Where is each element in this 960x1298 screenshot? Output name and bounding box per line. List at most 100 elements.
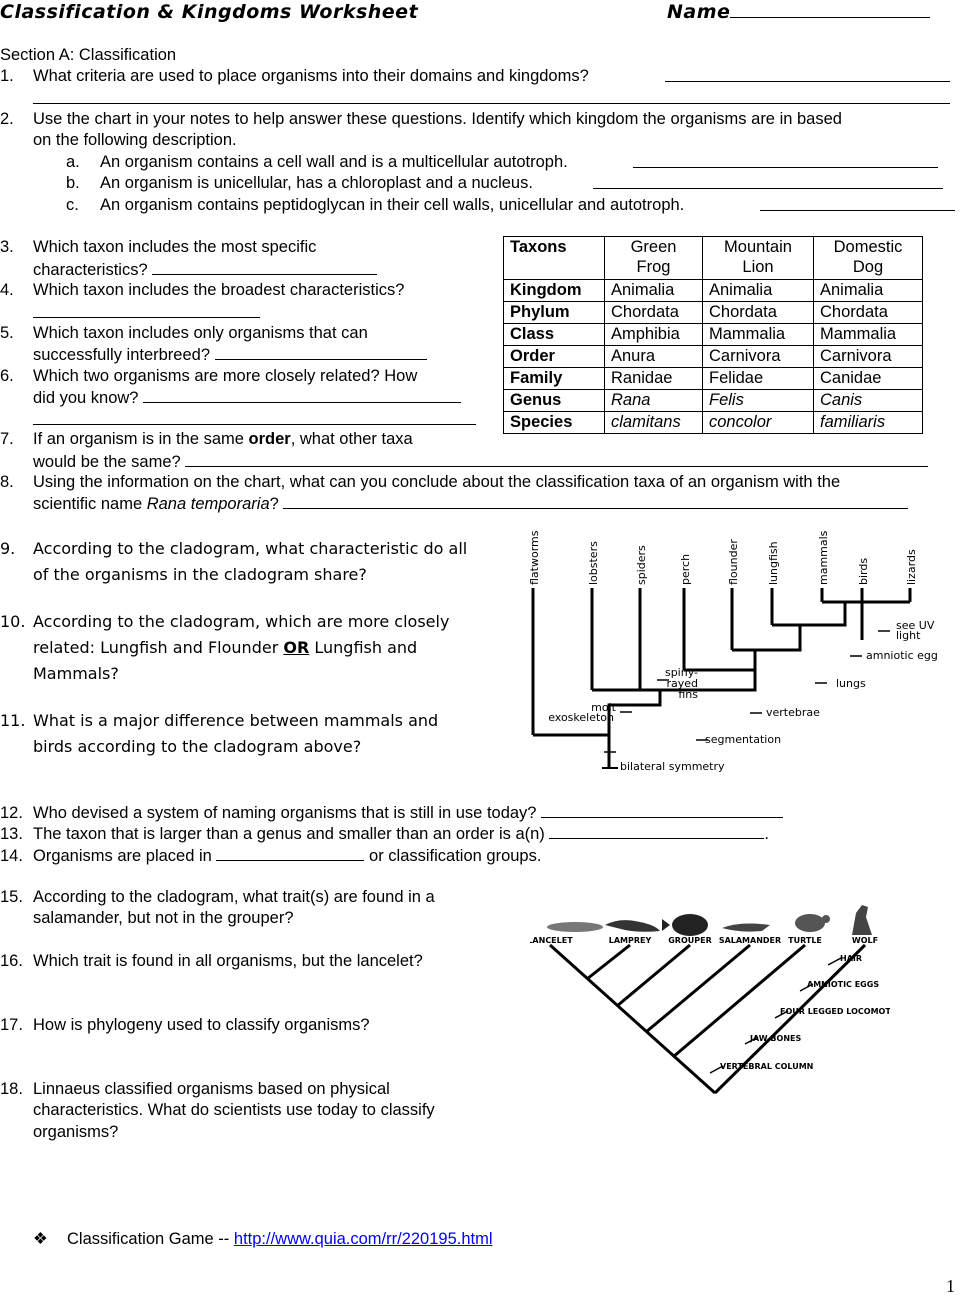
table-cell: concolor [702, 411, 814, 434]
table-cell: Carnivora [702, 345, 814, 368]
trait-label: FOUR LEGGED LOCOMOTION [780, 1007, 890, 1016]
question-5: 5.Which taxon includes only organisms th… [0, 324, 368, 342]
section-heading: Section A: Classification [0, 46, 177, 64]
taxon-label: LAMPREY [609, 936, 652, 945]
trait-label: vertebrae [766, 706, 820, 719]
answer-blank[interactable] [143, 388, 462, 403]
table-cell: Rana [604, 389, 703, 412]
table-cell: Anura [604, 345, 703, 368]
table-cell: Chordata [813, 301, 923, 324]
question-18-cont2: organisms? [33, 1123, 119, 1141]
bullet-icon: ❖ [33, 1230, 48, 1248]
question-2b: b.An organism is unicellular, has a chlo… [66, 174, 533, 192]
answer-blank[interactable] [33, 89, 950, 104]
trait-label: amniotic egg [866, 649, 938, 662]
question-9: 9.According to the cladogram, what chara… [0, 539, 468, 558]
lamprey-icon [605, 920, 660, 932]
answer-blank[interactable] [593, 174, 943, 189]
answer-blank[interactable] [33, 410, 476, 425]
question-15: 15.According to the cladogram, what trai… [0, 888, 435, 906]
question-2a: a.An organism contains a cell wall and i… [66, 153, 568, 171]
answer-blank[interactable] [216, 846, 365, 861]
taxon-label: lizards [905, 549, 918, 585]
trait-label: exoskeleton [548, 711, 614, 724]
taxon-label: GROUPER [668, 936, 712, 945]
table-cell: Felis [702, 389, 814, 412]
trait-label: fins [678, 688, 698, 701]
question-8: 8.Using the information on the chart, wh… [0, 473, 841, 491]
question-17: 17.How is phylogeny used to classify org… [0, 1016, 370, 1034]
answer-blank[interactable] [760, 196, 955, 211]
table-cell: Amphibia [604, 323, 703, 346]
name-blank[interactable] [730, 3, 931, 18]
table-cell: Mammalia [702, 323, 814, 346]
taxon-cell: Genus [503, 389, 605, 412]
grouper-icon [672, 914, 708, 936]
question-9-cont: of the organisms in the cladogram share? [33, 565, 367, 584]
answer-blank[interactable] [185, 452, 929, 467]
taxon-label: TURTLE [788, 936, 822, 945]
table-cell: Canidae [813, 367, 923, 390]
trait-label: light [896, 629, 921, 642]
taxon-label: mammals [817, 530, 830, 585]
question-10-cont2: Mammals? [33, 664, 119, 683]
taxon-label: birds [857, 558, 870, 585]
answer-blank[interactable] [549, 824, 765, 839]
table-cell: Chordata [702, 301, 814, 324]
answer-blank[interactable] [214, 345, 427, 360]
name-field: Name [667, 1, 931, 23]
answer-blank[interactable] [665, 67, 950, 82]
table-cell: Chordata [604, 301, 703, 324]
taxon-label: flounder [727, 539, 740, 585]
table-cell: Animalia [702, 279, 814, 302]
taxon-cell: Kingdom [503, 279, 605, 302]
name-label: Name [667, 1, 731, 23]
table-header-cell: Taxons [503, 236, 605, 280]
table-cell: Animalia [604, 279, 703, 302]
taxon-cell: Family [503, 367, 605, 390]
question-18: 18.Linnaeus classified organisms based o… [0, 1080, 390, 1098]
turtle-icon [795, 914, 825, 932]
question-7: 7.If an organism is in the same order, w… [0, 430, 413, 448]
salamander-icon [722, 923, 770, 932]
taxon-cell: Phylum [503, 301, 605, 324]
question-14: 14.Organisms are placed in or classifica… [0, 846, 542, 865]
answer-blank[interactable] [541, 803, 784, 818]
question-7-cont: would be the same? [33, 452, 929, 472]
trait-label: see UV [896, 619, 935, 632]
table-cell: Canis [813, 389, 923, 412]
taxon-label: perch [679, 554, 692, 585]
question-2c: c.An organism contains peptidoglycan in … [66, 196, 685, 214]
taxon-label: spiders [635, 545, 648, 585]
question-10-cont: related: Lungfish and Flounder OR Lungfi… [33, 638, 418, 657]
question-11: 11.What is a major difference between ma… [0, 711, 439, 730]
question-18-cont: characteristics. What do scientists use … [33, 1101, 435, 1119]
classification-game-link[interactable]: http://www.quia.com/rr/220195.html [233, 1230, 493, 1248]
taxon-label: lungfish [767, 541, 780, 585]
trait-label: rayed [666, 677, 698, 690]
trait-label: spiny- [665, 666, 698, 679]
question-13: 13.The taxon that is larger than a genus… [0, 824, 769, 843]
lancelet-icon [547, 922, 603, 932]
answer-blank[interactable] [633, 153, 938, 168]
table-cell: Ranidae [604, 367, 703, 390]
table-cell: Mammalia [813, 323, 923, 346]
answer-blank[interactable] [152, 260, 378, 275]
taxon-label: LANCELET [530, 936, 573, 945]
question-8-cont: scientific name Rana temporaria? [33, 494, 909, 514]
answer-blank[interactable] [33, 303, 260, 318]
animal-silhouettes [547, 905, 872, 936]
answer-blank[interactable] [283, 494, 909, 509]
taxon-label: lobsters [587, 541, 600, 585]
question-1: 1.What criteria are used to place organi… [0, 67, 589, 85]
taxon-cell: Species [503, 411, 605, 434]
question-11-cont: birds according to the cladogram above? [33, 737, 362, 756]
page-number: 1 [946, 1276, 955, 1296]
